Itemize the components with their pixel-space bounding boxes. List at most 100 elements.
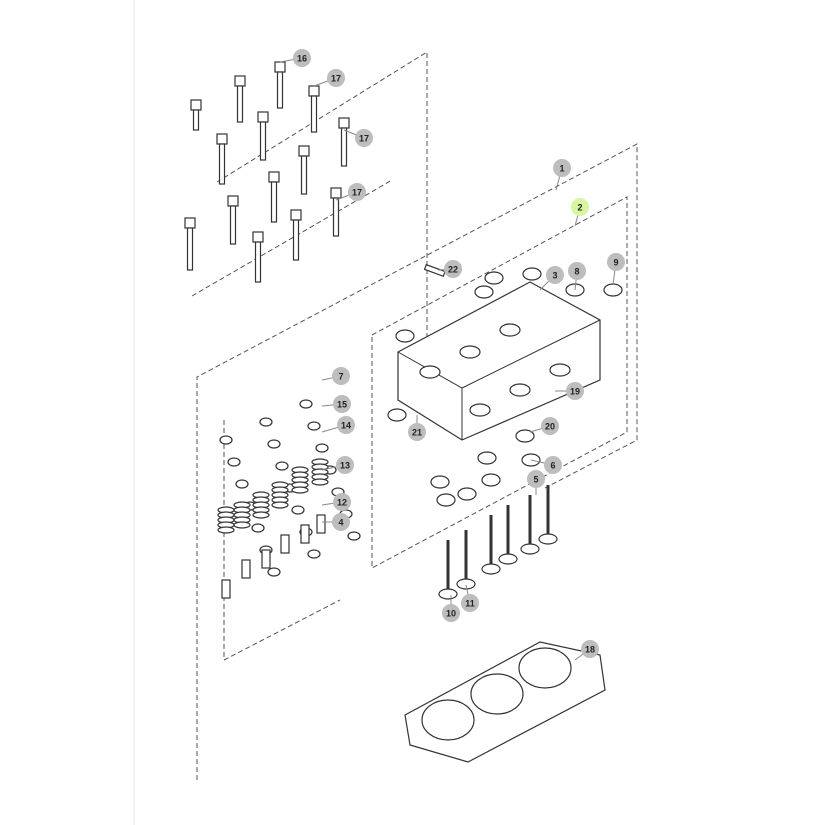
callout-badge <box>527 470 545 488</box>
valve-part <box>347 531 361 541</box>
dowel-pin <box>423 263 446 278</box>
valve-spring <box>271 501 289 509</box>
callout-17[interactable]: 17 <box>343 129 373 147</box>
callout-14[interactable]: 14 <box>321 416 355 434</box>
callout-13[interactable]: 13 <box>321 456 354 474</box>
valve-part <box>307 549 321 559</box>
valve-part <box>291 505 305 515</box>
valve-part <box>299 399 313 409</box>
bolt <box>184 217 196 271</box>
valve-guide <box>261 549 271 569</box>
bolt-group-outline <box>216 51 428 420</box>
bolt <box>268 171 280 223</box>
callout-badge <box>332 513 350 531</box>
valve-guide <box>221 579 231 599</box>
valve-group-outline <box>223 420 341 661</box>
valve-guide <box>316 514 326 534</box>
bolt <box>330 187 342 237</box>
seal <box>474 285 494 299</box>
callout-badge <box>332 367 350 385</box>
callout-20[interactable]: 20 <box>529 417 559 435</box>
callout-3[interactable]: 3 <box>539 266 564 291</box>
callout-6[interactable]: 6 <box>530 456 562 474</box>
callout-label: 11 <box>465 599 475 609</box>
callout-10[interactable]: 10 <box>442 595 460 622</box>
callout-8[interactable]: 8 <box>568 262 586 291</box>
seal <box>484 271 504 285</box>
cylinder-head <box>397 281 601 441</box>
valve <box>456 530 476 590</box>
callout-badge <box>327 69 345 87</box>
valve-part <box>251 523 265 533</box>
valve-guide <box>241 559 251 579</box>
callout-badge <box>355 129 373 147</box>
callout-label: 13 <box>340 461 350 471</box>
callout-11[interactable]: 11 <box>461 584 479 612</box>
head-gasket <box>404 641 606 763</box>
callout-7[interactable]: 7 <box>321 367 350 385</box>
callout-label: 7 <box>338 372 343 382</box>
callout-label: 18 <box>585 645 595 655</box>
callout-16[interactable]: 16 <box>279 49 311 67</box>
bolt <box>338 117 350 167</box>
callout-badge <box>607 253 625 271</box>
valve-part <box>267 567 281 577</box>
callout-17[interactable]: 17 <box>313 69 345 87</box>
parts <box>184 61 623 763</box>
bolt <box>216 133 228 185</box>
callout-label: 16 <box>297 54 307 64</box>
callout-21[interactable]: 21 <box>408 415 426 441</box>
callout-badge <box>333 493 351 511</box>
callout-label: 5 <box>533 475 538 485</box>
callout-badge <box>336 456 354 474</box>
callout-17[interactable]: 17 <box>335 183 366 201</box>
bolt <box>298 145 310 195</box>
callout-label: 9 <box>613 258 618 268</box>
seal <box>395 329 415 343</box>
callout-badge <box>461 594 479 612</box>
callout-badge <box>541 417 559 435</box>
callout-label: 2 <box>577 203 582 213</box>
callout-18[interactable]: 18 <box>574 640 599 661</box>
callout-15[interactable]: 15 <box>321 395 351 413</box>
bolt <box>234 75 246 123</box>
callout-9[interactable]: 9 <box>607 253 625 286</box>
callout-19[interactable]: 19 <box>555 382 584 400</box>
callout-label: 17 <box>359 134 369 144</box>
bolt <box>227 195 239 245</box>
seal <box>387 408 407 422</box>
callout-badge <box>568 262 586 280</box>
callout-1[interactable]: 1 <box>553 159 571 191</box>
callout-12[interactable]: 12 <box>321 493 351 511</box>
valve-spring <box>217 526 235 534</box>
valve <box>538 485 558 545</box>
seal <box>515 429 535 443</box>
callout-2[interactable]: 2 <box>571 198 589 227</box>
callout-label: 19 <box>570 387 580 397</box>
callout-label: 8 <box>574 267 579 277</box>
valve-guide <box>300 524 310 544</box>
callout-4[interactable]: 4 <box>322 513 350 531</box>
callout-label: 6 <box>550 461 555 471</box>
callout-badge <box>553 159 571 177</box>
callout-label: 15 <box>337 400 347 410</box>
seal <box>436 493 456 507</box>
callout-badge <box>546 266 564 284</box>
seal <box>430 475 450 489</box>
callout-label: 10 <box>446 609 456 619</box>
callout-22[interactable]: 22 <box>437 260 462 278</box>
valve <box>498 505 518 565</box>
callout-badge <box>566 382 584 400</box>
callout-5[interactable]: 5 <box>527 470 545 495</box>
valve <box>438 540 458 600</box>
assembly-1-outline <box>196 143 638 780</box>
valve-part <box>227 457 241 467</box>
callout-badge <box>444 260 462 278</box>
valve-part <box>219 435 233 445</box>
callout-badge <box>348 183 366 201</box>
callout-label: 21 <box>412 428 422 438</box>
seal <box>603 283 623 297</box>
